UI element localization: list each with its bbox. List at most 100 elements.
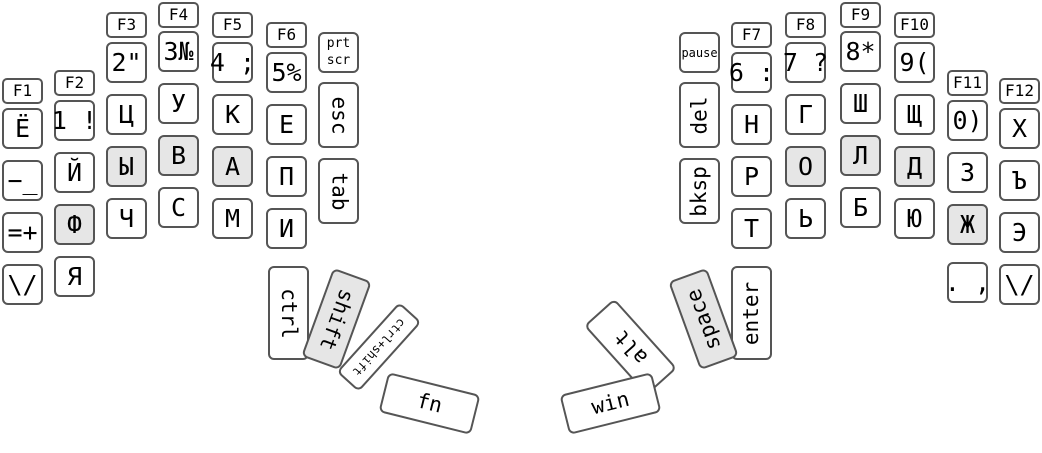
key-к[interactable]: К (212, 94, 253, 135)
key-esc[interactable]: esc (318, 82, 359, 148)
key-legend: Э (1011, 218, 1028, 247)
key-а[interactable]: А (212, 146, 253, 187)
key-ж[interactable]: Ж (947, 204, 988, 245)
key-space[interactable]: space (668, 267, 739, 371)
key-legend: Ъ (1011, 166, 1028, 195)
key-f2[interactable]: F2 (54, 70, 95, 96)
key-f9[interactable]: F9 (840, 2, 881, 28)
key-х[interactable]: Х (999, 108, 1040, 149)
key-legend: Ж (959, 210, 976, 239)
key-win[interactable]: win (559, 372, 662, 435)
key-f12[interactable]: F12 (999, 78, 1040, 104)
key-й[interactable]: Й (54, 152, 95, 193)
key-щ[interactable]: Щ (894, 94, 935, 135)
key-legend: Ш (852, 89, 869, 118)
key-legend: F11 (953, 73, 982, 92)
key-pause[interactable]: pause (679, 32, 720, 73)
key-legend: Ю (906, 204, 923, 233)
key-д[interactable]: Д (894, 146, 935, 187)
key-у[interactable]: У (158, 83, 199, 124)
key-л[interactable]: Л (840, 135, 881, 176)
key-ь[interactable]: Ь (785, 198, 826, 239)
key-legend: П (278, 162, 295, 191)
key-г[interactable]: Г (785, 94, 826, 135)
key-legend: ctrl (277, 287, 302, 339)
key-2[interactable]: 2" (106, 42, 147, 83)
key-р[interactable]: Р (731, 156, 772, 197)
key-1-[interactable]: 1 ! (52, 100, 97, 141)
key-legend: win (589, 386, 632, 420)
key-legend: pause (681, 45, 718, 60)
key-legend: . , (944, 268, 991, 297)
key-f4[interactable]: F4 (158, 2, 199, 28)
key-prt-scr[interactable]: prt scr (318, 32, 359, 73)
key-legend: О (797, 152, 814, 181)
key-з[interactable]: З (947, 152, 988, 193)
key-ф[interactable]: Ф (54, 204, 95, 245)
key-ы[interactable]: Ы (106, 146, 147, 187)
key-5[interactable]: 5% (266, 52, 307, 93)
key-f10[interactable]: F10 (894, 12, 935, 38)
key-о[interactable]: О (785, 146, 826, 187)
key-f6[interactable]: F6 (266, 22, 307, 48)
key-ч[interactable]: Ч (106, 198, 147, 239)
key-key[interactable]: \/ (2, 264, 43, 305)
key--[interactable]: . , (944, 262, 991, 303)
key-f7[interactable]: F7 (731, 22, 772, 48)
key-tab[interactable]: tab (318, 158, 359, 224)
key-del[interactable]: del (679, 82, 720, 148)
key-bksp[interactable]: bksp (679, 158, 720, 224)
key-f5[interactable]: F5 (212, 12, 253, 38)
key-legend: Х (1011, 114, 1028, 143)
key-_[interactable]: −_ (2, 160, 43, 201)
key-э[interactable]: Э (999, 212, 1040, 253)
key-legend: bksp (687, 165, 712, 217)
key-м[interactable]: М (212, 198, 253, 239)
key-f11[interactable]: F11 (947, 70, 988, 96)
key-я[interactable]: Я (54, 256, 95, 297)
key-legend: М (224, 204, 241, 233)
key-f3[interactable]: F3 (106, 12, 147, 38)
key-6-[interactable]: 6 : (729, 52, 774, 93)
key-legend: del (687, 96, 711, 134)
key-с[interactable]: С (158, 187, 199, 228)
key-ю[interactable]: Ю (894, 198, 935, 239)
key-legend: F4 (168, 5, 189, 24)
key-б[interactable]: Б (840, 187, 881, 228)
key-0[interactable]: 0) (947, 100, 988, 141)
key-п[interactable]: П (266, 156, 307, 197)
key-f1[interactable]: F1 (2, 78, 43, 104)
key-7-[interactable]: 7 ? (782, 42, 829, 83)
key-legend: tab (327, 172, 351, 210)
key-ctrl[interactable]: ctrl (268, 266, 309, 360)
key-е[interactable]: Е (266, 104, 307, 145)
key-enter[interactable]: enter (731, 266, 772, 360)
key-legend: =+ (7, 218, 38, 247)
key-legend: shift (314, 285, 360, 353)
key-legend: ctrl+shift (349, 315, 409, 379)
key-legend: 8* (845, 37, 876, 66)
key-ш[interactable]: Ш (840, 83, 881, 124)
key-legend: Я (66, 262, 83, 291)
key-f8[interactable]: F8 (785, 12, 826, 38)
key-ц[interactable]: Ц (106, 94, 147, 135)
key-н[interactable]: Н (731, 104, 772, 145)
key-т[interactable]: Т (731, 208, 772, 249)
key-key[interactable]: \/ (999, 264, 1040, 305)
key-legend: 9( (899, 48, 930, 77)
key-legend: 7 ? (782, 48, 829, 77)
key-ё[interactable]: Ё (2, 108, 43, 149)
key-в[interactable]: В (158, 135, 199, 176)
key-и[interactable]: И (266, 208, 307, 249)
key-ъ[interactable]: Ъ (999, 160, 1040, 201)
key-legend: F12 (1005, 81, 1034, 100)
key-legend: С (170, 193, 187, 222)
key-legend: 0) (952, 106, 983, 135)
key-9[interactable]: 9( (894, 42, 935, 83)
key-+[interactable]: =+ (2, 212, 43, 253)
key-3[interactable]: 3№ (158, 31, 199, 72)
key-4-[interactable]: 4 ; (210, 42, 255, 83)
key-fn[interactable]: fn (378, 372, 481, 435)
key-legend: \/ (1004, 270, 1035, 299)
key-8[interactable]: 8* (840, 31, 881, 72)
